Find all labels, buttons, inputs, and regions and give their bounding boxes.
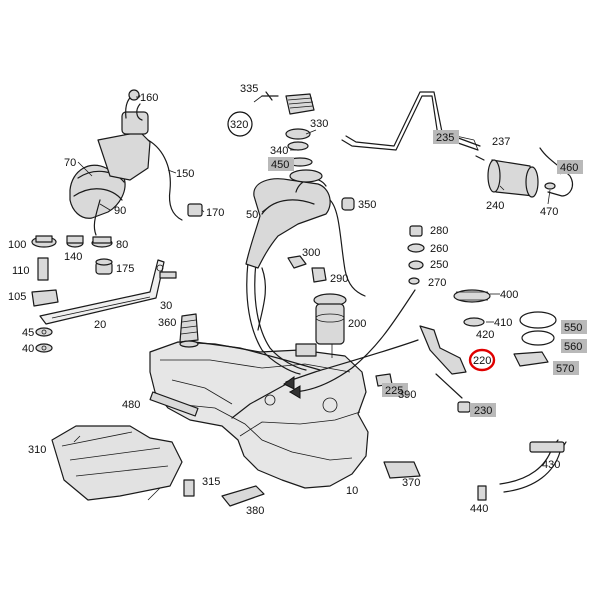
label-45: 45 (22, 327, 34, 339)
small-left-parts (31, 235, 113, 353)
label-90: 90 (114, 205, 126, 217)
seal-stack (407, 225, 425, 285)
label-560: 560 (564, 341, 582, 353)
fuel-line-bundle (179, 261, 321, 419)
label-300: 300 (302, 247, 320, 259)
label-400: 400 (500, 289, 518, 301)
label-335: 335 (240, 83, 258, 95)
label-550: 550 (564, 322, 582, 334)
fuel-filter-lines (341, 91, 574, 198)
label-370: 370 (402, 477, 420, 489)
label-30: 30 (160, 300, 172, 312)
label-270: 270 (428, 277, 446, 289)
label-boxes (268, 130, 587, 417)
tank-strap (477, 439, 567, 501)
label-460: 460 (560, 162, 578, 174)
seal-rings (513, 311, 557, 367)
label-310: 310 (28, 444, 46, 456)
label-390: 390 (398, 389, 416, 401)
label-430: 430 (542, 459, 560, 471)
label-170: 170 (206, 207, 224, 219)
label-150: 150 (176, 168, 194, 180)
label-380: 380 (246, 505, 264, 517)
label-160: 160 (140, 92, 158, 104)
label-250: 250 (430, 259, 448, 271)
rubber-boot (179, 313, 199, 348)
label-420: 420 (476, 329, 494, 341)
label-100: 100 (8, 239, 26, 251)
label-175: 175 (116, 263, 134, 275)
filler-neck-assembly (69, 89, 203, 236)
label-480: 480 (122, 399, 140, 411)
label-230: 230 (474, 405, 492, 417)
label-105: 105 (8, 291, 26, 303)
label-330: 330 (310, 118, 328, 130)
label-235: 235 (436, 132, 454, 144)
level-sender-assembly (375, 289, 491, 413)
bottom-center-parts (183, 461, 421, 507)
label-290: 290 (330, 273, 348, 285)
label-40: 40 (22, 343, 34, 355)
label-240: 240 (486, 200, 504, 212)
label-260: 260 (430, 243, 448, 255)
label-570: 570 (556, 363, 574, 375)
filler-neck-center (245, 91, 366, 297)
highlighted-part-220-marker (468, 348, 496, 372)
assembly-arrows (283, 289, 419, 399)
label-10: 10 (346, 485, 358, 497)
label-200: 200 (348, 318, 366, 330)
label-220: 220 (473, 355, 491, 367)
label-340: 340 (270, 145, 288, 157)
fuel-line-bracket (39, 259, 177, 325)
label-70: 70 (64, 157, 76, 169)
label-110: 110 (12, 265, 30, 277)
label-450: 450 (271, 159, 289, 171)
label-225: 225 (385, 385, 403, 397)
label-470: 470 (540, 206, 558, 218)
label-410: 410 (494, 317, 512, 329)
label-237: 237 (492, 136, 510, 148)
part-320-circle (227, 111, 253, 137)
fuel-pump-module (295, 293, 347, 358)
pump-parts (287, 255, 327, 283)
label-440: 440 (470, 503, 488, 515)
label-80: 80 (116, 239, 128, 251)
label-350: 350 (358, 199, 376, 211)
label-360: 360 (158, 317, 176, 329)
label-280: 280 (430, 225, 448, 237)
heat-shield (51, 391, 199, 501)
label-50: 50 (246, 209, 258, 221)
label-315: 315 (202, 476, 220, 488)
label-320: 320 (230, 119, 248, 131)
part-labels: 10 20 30 40 45 50 70 80 90 100 105 110 1… (8, 83, 582, 517)
fuel-tank (149, 341, 369, 489)
label-140: 140 (64, 251, 82, 263)
label-20: 20 (94, 319, 106, 331)
